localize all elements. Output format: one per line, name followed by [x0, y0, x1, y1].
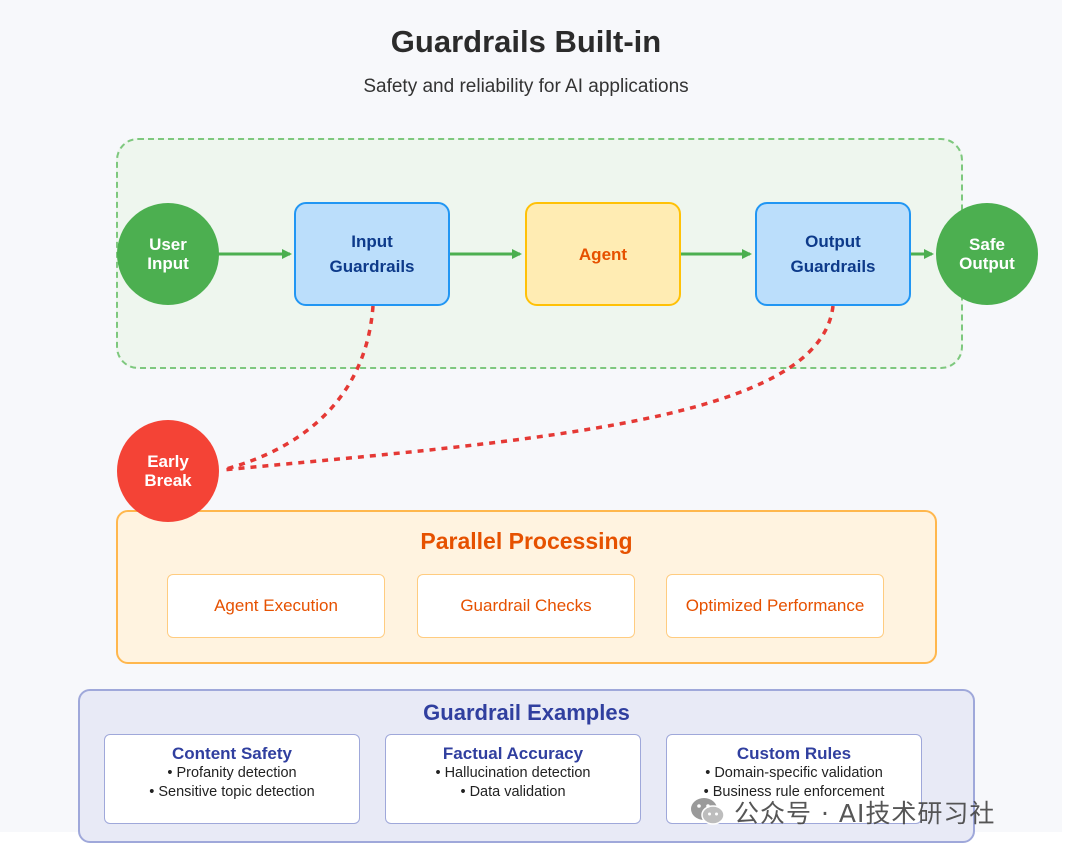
diagram-canvas: Guardrails Built-in Safety and reliabili…	[78, 24, 1038, 843]
early-break-node: Early Break	[117, 420, 219, 522]
example-card-content-safety: Content Safety • Profanity detection • S…	[104, 734, 360, 824]
dashed-output-to-break	[221, 305, 835, 472]
input-guardrails-node: Input Guardrails	[294, 202, 450, 306]
guardrail-examples-title: Guardrail Examples	[423, 700, 630, 725]
example-card-line: • Business rule enforcement	[703, 784, 885, 800]
output-guardrails-node: Output Guardrails	[755, 202, 911, 306]
agent-node: Agent	[525, 202, 681, 306]
safe-output-node: Safe Output	[936, 203, 1038, 305]
example-card-line: • Sensitive topic detection	[149, 784, 315, 800]
parallel-item-guardrail-checks: Guardrail Checks	[417, 574, 635, 638]
example-card-title: Custom Rules	[736, 744, 852, 763]
diagram-subtitle: Safety and reliability for AI applicatio…	[363, 76, 689, 97]
parallel-item-agent-execution: Agent Execution	[167, 574, 385, 638]
example-card-line: • Data validation	[460, 784, 566, 800]
example-card-custom-rules: Custom Rules • Domain-specific validatio…	[666, 734, 922, 824]
parallel-item-optimized-performance: Optimized Performance	[666, 574, 884, 638]
example-card-title: Content Safety	[172, 744, 292, 763]
example-card-line: • Hallucination detection	[435, 765, 591, 781]
example-card-line: • Profanity detection	[167, 765, 297, 781]
diagram-title: Guardrails Built-in	[390, 24, 662, 59]
example-card-line: • Domain-specific validation	[705, 765, 883, 781]
example-card-factual-accuracy: Factual Accuracy • Hallucination detecti…	[385, 734, 641, 824]
watermark: 公众号 · AI技术研习社	[690, 792, 1060, 832]
example-card-title: Factual Accuracy	[442, 744, 584, 763]
watermark-text: 公众号 · AI技术研习社	[734, 799, 996, 828]
connectors	[218, 249, 934, 472]
wechat-icon	[691, 798, 725, 825]
user-input-node: User Input	[117, 203, 219, 305]
dashed-input-to-break	[221, 305, 375, 472]
parallel-processing-title: Parallel Processing	[420, 528, 633, 554]
